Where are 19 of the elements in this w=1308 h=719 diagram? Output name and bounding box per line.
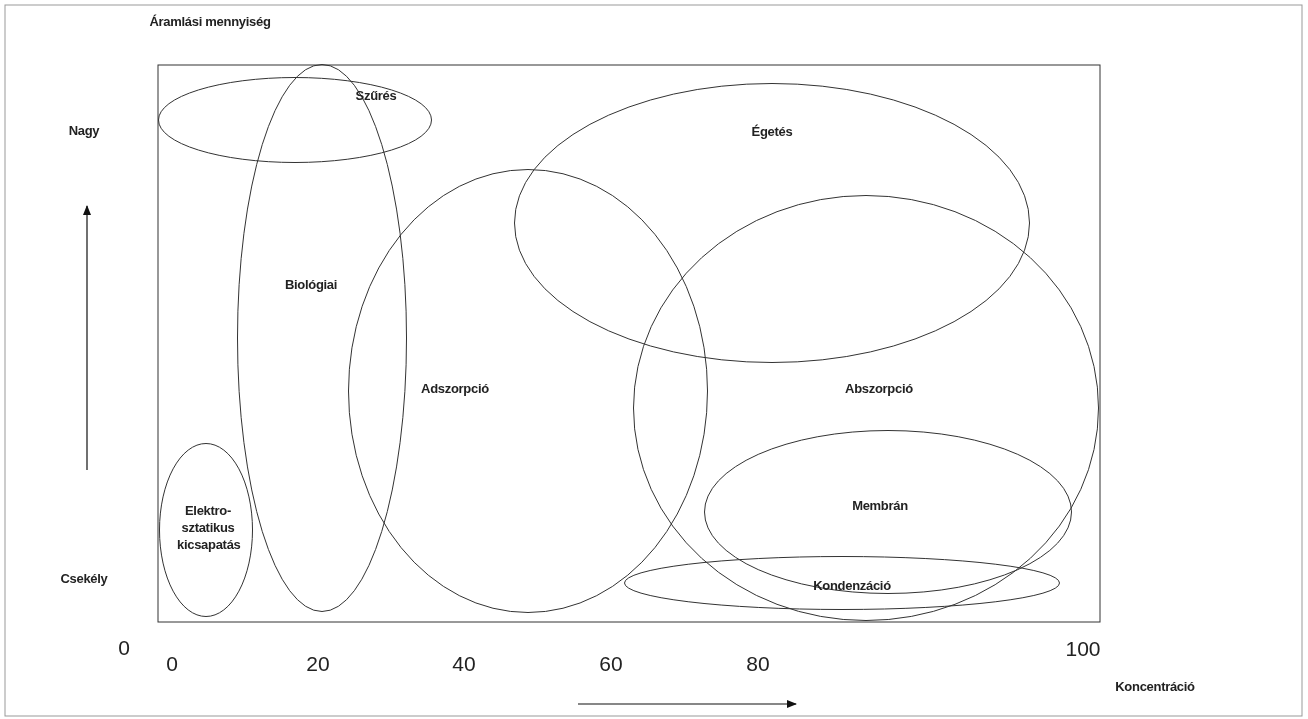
axis-tick-label: 0 — [118, 636, 130, 660]
technology-label: Abszorpció — [845, 380, 913, 396]
axis-level-label: Csekély — [60, 570, 108, 586]
axis-level-label: Nagy — [68, 122, 100, 138]
axis-tick-label: 60 — [599, 652, 623, 676]
technology-label: Égetés — [751, 123, 793, 139]
axis-tick-label: 20 — [306, 652, 330, 676]
technology-label: Biológiai — [284, 276, 338, 292]
axis-tick-label: 40 — [452, 652, 476, 676]
technology-label: Szűrés — [355, 87, 397, 103]
axis-title: Áramlási mennyiség — [149, 13, 271, 29]
axis-title: Koncentráció — [1115, 678, 1195, 694]
technology-label: Membrán — [852, 497, 908, 513]
technology-label: Kondenzáció — [813, 577, 891, 593]
technology-label: Elektro- sztatikus kicsapatás — [177, 501, 239, 553]
axis-tick-label: 80 — [746, 652, 770, 676]
technology-label: Adszorpció — [421, 380, 489, 396]
axis-tick-label: 0 — [166, 652, 178, 676]
axis-tick-label: 100 — [1065, 637, 1101, 661]
